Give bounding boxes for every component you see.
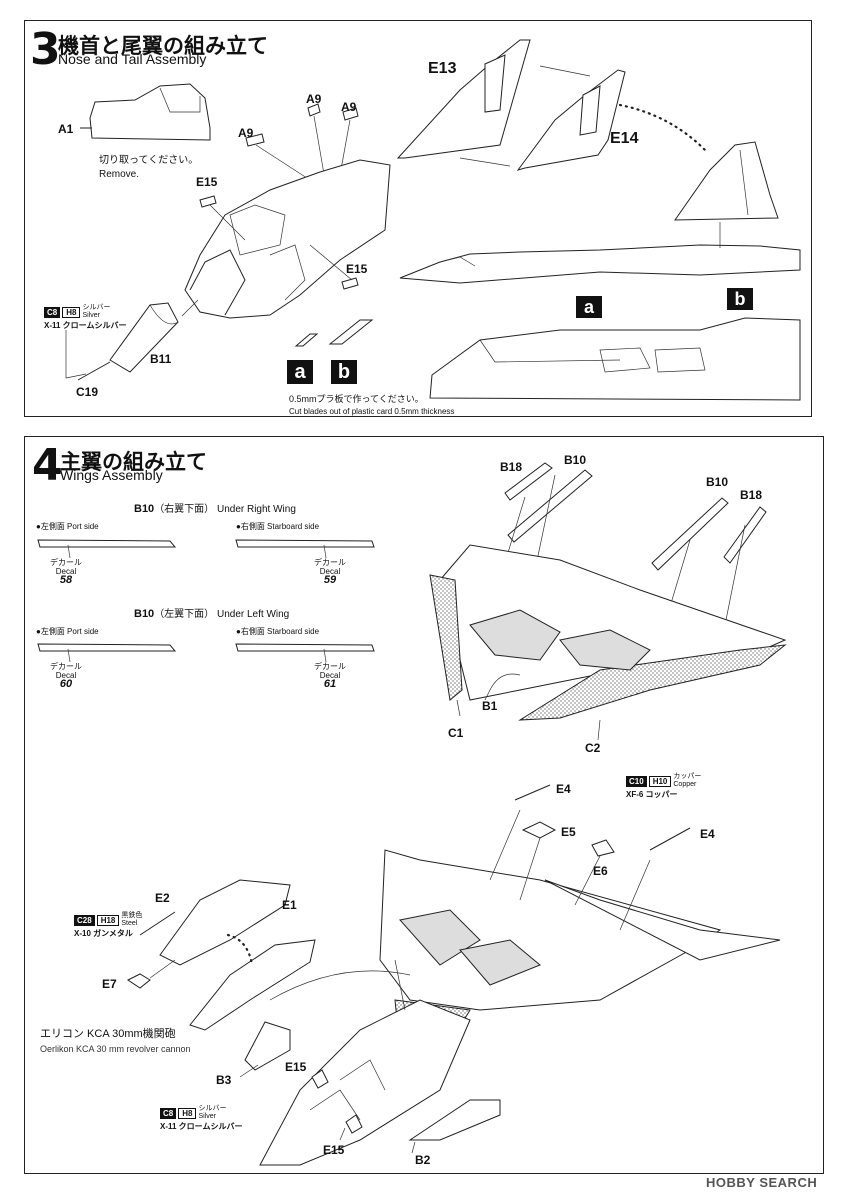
step4-silver-sub: X-11 クロームシルバー <box>160 1122 243 1131</box>
part-label-e15-3: E15 <box>285 1060 307 1074</box>
detail-label-a: a <box>576 296 602 318</box>
paint-name-jp: シルバー <box>82 304 111 311</box>
step3-title-jp: 機首と尾翼の組み立て <box>58 34 268 58</box>
step3-title-en: Nose and Tail Assembly <box>58 51 207 67</box>
part-label-a1: A1 <box>58 122 74 136</box>
part-label-e15-4: E15 <box>323 1143 345 1157</box>
blade-note-jp: 0.5mmプラ板で作ってください。 <box>289 394 424 404</box>
part-label-b10-1: B10 <box>564 453 587 467</box>
part-label-e2: E2 <box>155 891 170 905</box>
b10-left-part: B10 <box>134 608 155 620</box>
port-side-2: ●左側面 Port side <box>36 627 99 636</box>
paint-name-en: Silver <box>198 1113 216 1120</box>
part-label-c19: C19 <box>76 385 99 399</box>
part-label-e4-1: E4 <box>556 782 571 796</box>
part-label-e15-2: E15 <box>346 262 368 276</box>
part-label-b18-2: B18 <box>740 488 763 502</box>
part-label-b3: B3 <box>216 1073 232 1087</box>
b10-right-heading: B10（右翼下面） Under Right Wing <box>134 500 296 515</box>
paint-code: C28 <box>74 914 95 926</box>
starboard-side-2: ●右側面 Starboard side <box>236 627 320 636</box>
part-label-e7: E7 <box>102 977 117 991</box>
paint-code: C8 <box>160 1107 177 1119</box>
step4-number: 4 <box>32 440 63 491</box>
part-label-e6: E6 <box>593 864 608 878</box>
paint-code: C10 <box>626 775 647 787</box>
part-label-a9-2: A9 <box>341 100 357 114</box>
part-label-e15-1: E15 <box>196 175 218 189</box>
step3-silver-sub: X-11 クロームシルバー <box>44 321 127 330</box>
paint-code-alt: H8 <box>178 1107 197 1119</box>
paint-name-jp: 黒鉄色 <box>121 912 143 919</box>
step3-panel <box>24 20 812 417</box>
paint-code-alt: H8 <box>62 306 81 318</box>
part-label-b2: B2 <box>415 1153 431 1167</box>
cannon-label-jp: エリコン KCA 30mm機関砲 <box>40 1028 176 1040</box>
step4-panel <box>24 436 824 1174</box>
blade-label-b: b <box>331 360 357 384</box>
remove-note-en: Remove. <box>99 169 140 180</box>
part-label-e14: E14 <box>610 130 639 147</box>
detail-label-b: b <box>727 288 753 310</box>
part-label-e5: E5 <box>561 825 576 839</box>
step4-gunmetal-sub: X-10 ガンメタル <box>74 929 133 938</box>
port-side-1: ●左側面 Port side <box>36 522 99 531</box>
part-label-e13: E13 <box>428 60 457 77</box>
part-label-a9-1: A9 <box>306 92 322 106</box>
paint-code-alt: H18 <box>96 914 120 926</box>
b10-right-jp: （右翼下面） <box>154 504 215 515</box>
cannon-label-en: Oerlikon KCA 30 mm revolver cannon <box>40 1044 191 1054</box>
b10-right-part: B10 <box>134 503 155 515</box>
part-label-e1: E1 <box>282 898 297 912</box>
step4-title-en: Wings Assembly <box>60 467 163 483</box>
paint-code-alt: H10 <box>648 775 672 787</box>
blade-note-en: Cut blades out of plastic card 0.5mm thi… <box>289 407 455 416</box>
part-label-b11: B11 <box>150 352 172 366</box>
starboard-side-1: ●右側面 Starboard side <box>236 522 320 531</box>
step4-title-jp: 主翼の組み立て <box>60 450 207 474</box>
remove-note-jp: 切り取ってください。 <box>99 155 199 166</box>
step3-number: 3 <box>30 24 61 75</box>
paint-name-en: Steel <box>121 920 138 927</box>
paint-name-jp: カッパー <box>673 773 702 780</box>
b10-right-en: Under Right Wing <box>216 504 296 515</box>
paint-name-jp: シルバー <box>198 1105 227 1112</box>
step4-copper-sub: XF-6 コッパー <box>626 790 678 799</box>
b10-left-heading: B10（左翼下面） Under Left Wing <box>134 605 289 620</box>
paint-name-en: Silver <box>82 312 100 319</box>
part-label-b18-1: B18 <box>500 460 523 474</box>
part-label-c1: C1 <box>448 726 464 740</box>
b10-left-en: Under Left Wing <box>216 609 290 620</box>
part-label-c2: C2 <box>585 741 601 755</box>
part-label-b10-2: B10 <box>706 475 729 489</box>
part-label-b1: B1 <box>482 699 498 713</box>
paint-code: C8 <box>44 306 61 318</box>
paint-name-en: Copper <box>673 781 697 788</box>
part-label-e4-2: E4 <box>700 827 715 841</box>
part-label-a9-3: A9 <box>238 126 254 140</box>
blade-label-a: a <box>287 360 313 384</box>
b10-left-jp: （左翼下面） <box>154 609 215 620</box>
watermark: HOBBY SEARCH <box>706 1175 818 1190</box>
